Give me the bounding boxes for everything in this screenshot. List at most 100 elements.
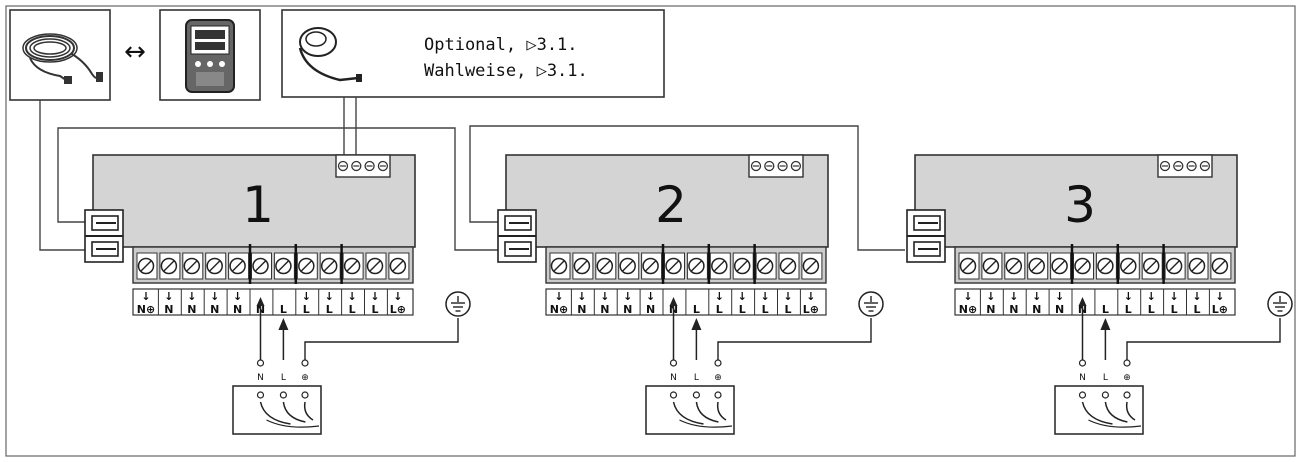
supply-wiring (256, 297, 459, 367)
terminal-arrow: ↓ (806, 290, 815, 303)
terminal-arrow: ↓ (1032, 290, 1041, 303)
power-cable-icon (1078, 391, 1142, 428)
terminal-arrow: ↓ (738, 290, 747, 303)
unit-number: 3 (1064, 176, 1096, 234)
power-cable-box (1054, 385, 1144, 435)
ground-symbol-icon (858, 291, 884, 317)
terminal-label: N (164, 303, 173, 316)
supply-label: N (257, 373, 264, 383)
terminal-arrow: ↓ (1055, 290, 1064, 303)
terminal-label: L (326, 303, 333, 316)
optional-line-2: Wahlweise, ▷3.1. (424, 61, 588, 81)
terminal-label: L (1125, 303, 1132, 316)
terminal-arrow: ↓ (600, 290, 609, 303)
terminal-label: L (784, 303, 791, 316)
terminal-label: L (303, 303, 310, 316)
terminal-arrow: ↓ (1147, 290, 1156, 303)
sensor-terminal-block (748, 154, 804, 178)
terminal-label: L (739, 303, 746, 316)
terminal-label: L (371, 303, 378, 316)
unit-connector-socket (84, 209, 124, 263)
terminal-arrow: ↓ (370, 290, 379, 303)
terminal-label: N (233, 303, 242, 316)
terminal-arrow: ↓ (302, 290, 311, 303)
sensor-icon (298, 27, 362, 82)
power-cable-box (645, 385, 735, 435)
terminal-label: L (716, 303, 723, 316)
terminal-arrow: ↓ (1009, 290, 1018, 303)
sensor-terminal-block (335, 154, 391, 178)
control-panel-box (159, 9, 261, 101)
ground-symbol-icon (445, 291, 471, 317)
terminal-arrow: ↓ (963, 290, 972, 303)
terminal-arrow: ↓ (393, 290, 402, 303)
units-layer: 1↓N⊕↓N↓N↓N↓NNL↓L↓L↓L↓L↓L⊕NL⊕2↓N⊕↓N↓N↓N↓N… (84, 154, 1293, 435)
terminal-label: L⊕ (1212, 303, 1228, 316)
terminal-label: L (1102, 303, 1109, 316)
terminal-label: N (986, 303, 995, 316)
terminal-label: N (1055, 303, 1064, 316)
terminal-arrow: ↓ (1124, 290, 1133, 303)
terminal-label: N (577, 303, 586, 316)
terminal-arrow: ↓ (1169, 290, 1178, 303)
supply-label: ⊕ (714, 373, 722, 383)
terminal-label: N (1009, 303, 1018, 316)
terminal-arrow: ↓ (233, 290, 242, 303)
unit-1: 1↓N⊕↓N↓N↓N↓NNL↓L↓L↓L↓L↓L⊕NL⊕ (84, 154, 471, 435)
connection-arrow: ↔ (124, 37, 146, 67)
terminal-arrow: ↓ (623, 290, 632, 303)
terminal-arrow: ↓ (715, 290, 724, 303)
supply-label: L (694, 373, 699, 383)
terminal-arrow: ↓ (1215, 290, 1224, 303)
wire-unit1-to-unit2 (57, 127, 505, 251)
terminal-strip (954, 244, 1236, 284)
terminal-label: N⊕ (959, 303, 977, 316)
terminal-label: L⊕ (803, 303, 819, 316)
supply-label: L (1103, 373, 1108, 383)
terminal-label: L (1148, 303, 1155, 316)
control-panel-icon (185, 19, 235, 93)
terminal-label: N (623, 303, 632, 316)
unit-connector-socket (497, 209, 537, 263)
terminal-arrow: ↓ (783, 290, 792, 303)
terminal-label: L (693, 303, 700, 316)
terminal-arrow: ↓ (325, 290, 334, 303)
supply-label: N (670, 373, 677, 383)
unit-2: 2↓N⊕↓N↓N↓N↓NNL↓L↓L↓L↓L↓L⊕NL⊕ (497, 154, 884, 435)
terminal-label: L (1171, 303, 1178, 316)
cable-coil-icon (22, 33, 103, 84)
cable-coil-box (9, 9, 111, 101)
power-cable-box (232, 385, 322, 435)
terminal-arrow: ↓ (577, 290, 586, 303)
terminal-arrow: ↓ (986, 290, 995, 303)
terminal-arrow: ↓ (646, 290, 655, 303)
terminal-label: L⊕ (390, 303, 406, 316)
terminal-label: N (187, 303, 196, 316)
terminal-arrow: ↓ (187, 290, 196, 303)
terminal-strip (132, 244, 414, 284)
terminal-label: L (349, 303, 356, 316)
supply-label: ⊕ (301, 373, 309, 383)
terminal-arrow: ↓ (141, 290, 150, 303)
optional-line-1: Optional, ▷3.1. (424, 35, 578, 55)
terminal-arrow: ↓ (210, 290, 219, 303)
terminal-label: L (762, 303, 769, 316)
terminal-arrow: ↓ (164, 290, 173, 303)
ground-symbol-icon (1267, 291, 1293, 317)
terminal-strip (545, 244, 827, 284)
supply-label: ⊕ (1123, 373, 1131, 383)
terminal-label: N⊕ (137, 303, 155, 316)
unit-number: 1 (242, 176, 274, 234)
supply-label: L (281, 373, 286, 383)
supply-wiring (669, 297, 872, 367)
terminal-arrow: ↓ (760, 290, 769, 303)
terminal-label: N (600, 303, 609, 316)
power-cable-icon (669, 391, 733, 428)
terminal-label: N (646, 303, 655, 316)
unit-connector-socket (906, 209, 946, 263)
supply-label: N (1079, 373, 1086, 383)
terminal-label: L (280, 303, 287, 316)
wire-unit2-to-unit3 (469, 125, 905, 251)
terminal-arrow: ↓ (1192, 290, 1201, 303)
